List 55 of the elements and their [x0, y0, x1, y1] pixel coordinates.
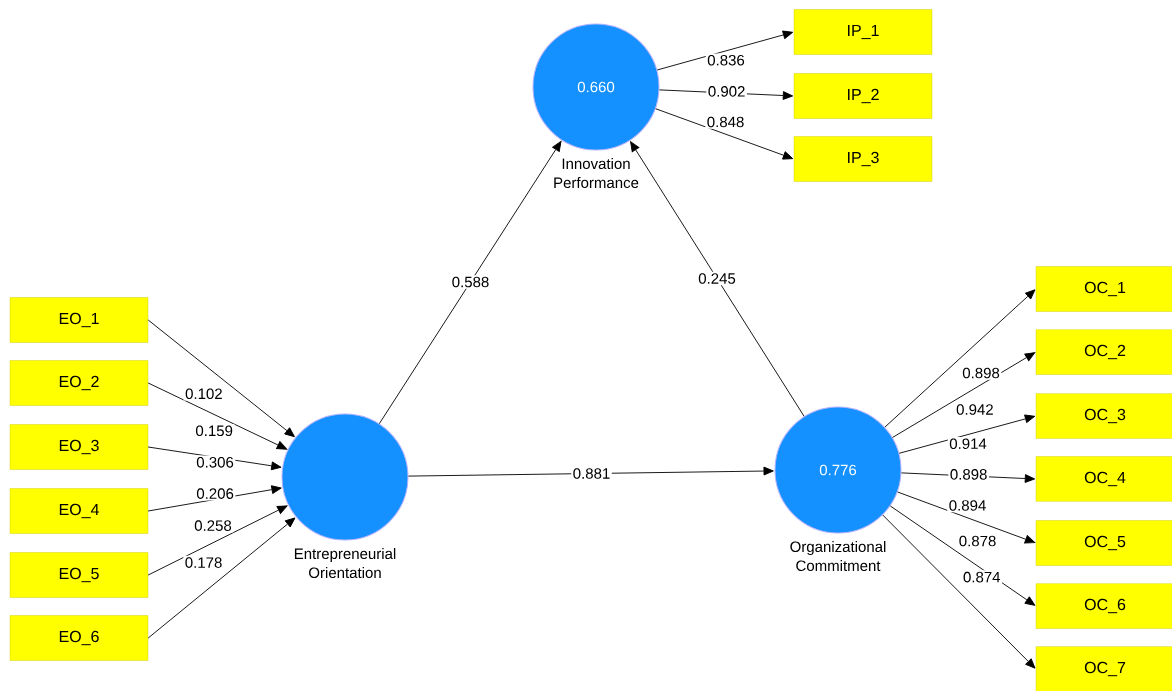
indicator-box: IP_1	[793, 9, 933, 55]
construct-name: Entrepreneurial Orientation	[294, 548, 396, 579]
edge-label: 0.898	[960, 366, 1002, 380]
edge-label: 0.245	[696, 271, 738, 286]
edge-label: 0.588	[450, 275, 491, 289]
indicator-box: OC_4	[1035, 456, 1172, 502]
indicator-box: EO_1	[9, 297, 149, 343]
indicator-box: OC_6	[1035, 583, 1172, 629]
construct-name: Innovation Performance	[554, 158, 639, 189]
edge-label: 0.881	[571, 466, 612, 481]
arrow	[147, 517, 296, 639]
indicator-box: EO_6	[9, 615, 149, 661]
arrow	[408, 466, 774, 477]
edge-label: 0.836	[705, 53, 747, 67]
edge-label: 0.258	[192, 518, 234, 533]
indicator-box: OC_3	[1035, 393, 1172, 439]
indicator-box: EO_2	[9, 360, 149, 406]
indicator-box: EO_4	[9, 488, 149, 534]
indicator-box: OC_2	[1035, 329, 1172, 375]
indicator-box: OC_1	[1035, 266, 1172, 312]
construct-name: Organizational Commitment	[790, 541, 886, 572]
edge-label: 0.178	[183, 555, 224, 570]
indicator-box: IP_2	[793, 73, 933, 119]
edge-label: 0.306	[194, 455, 236, 470]
arrow	[378, 140, 562, 425]
arrow	[884, 289, 1036, 428]
edge-label: 0.102	[183, 386, 225, 401]
edge-label: 0.848	[705, 115, 746, 129]
arrow	[892, 352, 1036, 438]
arrow	[656, 30, 794, 71]
indicator-box: OC_7	[1035, 646, 1172, 691]
indicator-box: EO_3	[9, 424, 149, 470]
edge-label: 0.878	[957, 534, 998, 548]
arrow	[147, 505, 288, 576]
arrow	[882, 514, 1036, 669]
arrow	[147, 382, 288, 450]
edge-label: 0.914	[947, 436, 989, 451]
arrow	[147, 485, 282, 512]
indicator-box: IP_3	[793, 136, 933, 182]
arrow	[147, 319, 295, 438]
arrow	[898, 414, 1036, 454]
edge-label: 0.898	[948, 467, 989, 482]
indicator-box: EO_5	[9, 552, 149, 598]
edge-label: 0.894	[947, 498, 988, 513]
indicator-box: OC_5	[1035, 520, 1172, 566]
edge-label: 0.942	[954, 402, 996, 417]
arrow	[630, 141, 805, 417]
arrow	[897, 491, 1036, 544]
edge-label: 0.159	[193, 423, 235, 438]
edge-label: 0.206	[194, 486, 236, 501]
arrow	[655, 108, 794, 160]
arrow	[147, 446, 282, 471]
arrow	[889, 505, 1036, 606]
edge-label: 0.874	[961, 570, 1002, 584]
edge-label: 0.902	[706, 84, 747, 99]
